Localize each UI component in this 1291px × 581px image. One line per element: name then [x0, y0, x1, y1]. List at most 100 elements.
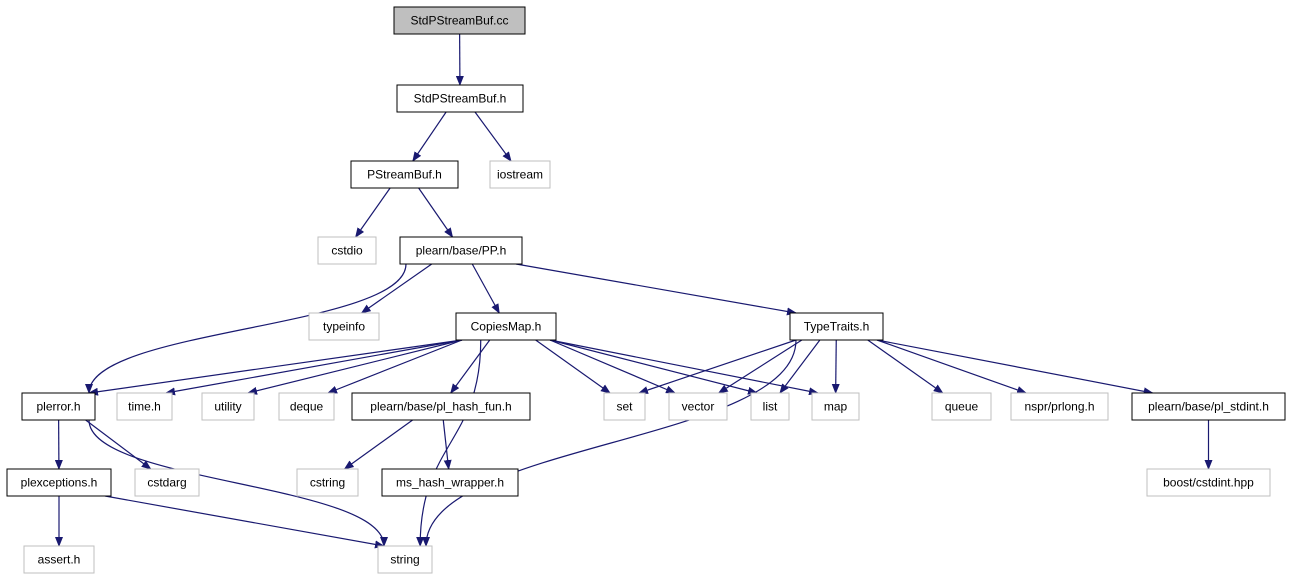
edge-n8-n19 [876, 339, 1027, 394]
node-label: nspr/prlong.h [1024, 400, 1094, 414]
edge-n13-n23 [343, 419, 413, 470]
node-box [351, 392, 531, 421]
node-box [396, 84, 524, 113]
node-box [116, 392, 173, 421]
node-assert-h: assert.h [23, 545, 95, 574]
node-cstdio: cstdio [317, 236, 377, 265]
edge-n8-n14 [638, 339, 797, 394]
node-box [1010, 392, 1109, 421]
node-box [399, 236, 523, 265]
edge-n1-n2 [412, 111, 447, 162]
node-box [811, 392, 860, 421]
node-label: queue [945, 400, 979, 414]
node-box [308, 312, 380, 341]
node-box [668, 392, 728, 421]
node-label: plerror.h [36, 400, 80, 414]
node-ms-hash-wrapper-h[interactable]: ms_hash_wrapper.h [381, 468, 519, 497]
node-label: CopiesMap.h [471, 320, 542, 334]
node-iostream: iostream [489, 160, 551, 189]
node-plearn-base-pp-h[interactable]: plearn/base/PP.h [399, 236, 523, 265]
node-label: iostream [497, 168, 543, 182]
edge-n1-n3 [474, 111, 512, 162]
node-vector: vector [668, 392, 728, 421]
node-label: vector [682, 400, 715, 414]
node-label: string [390, 553, 419, 567]
edge-n9-n27 [88, 419, 388, 547]
edge-n8-n27 [422, 339, 797, 547]
node-label: TypeTraits.h [804, 320, 870, 334]
node-label: typeinfo [323, 320, 365, 334]
node-boost-cstdint-hpp: boost/cstdint.hpp [1146, 468, 1271, 497]
edge-n5-n6 [360, 263, 433, 314]
node-label: assert.h [38, 553, 81, 567]
node-box [1146, 468, 1271, 497]
node-label: plearn/base/PP.h [416, 244, 507, 258]
node-box [393, 6, 526, 35]
node-label: time.h [128, 400, 161, 414]
node-label: ms_hash_wrapper.h [396, 476, 504, 490]
node-label: plearn/base/pl_stdint.h [1148, 400, 1269, 414]
edge-n8-n16 [779, 339, 821, 394]
node-utility: utility [201, 392, 255, 421]
edge-n8-n15 [717, 339, 803, 394]
node-box [296, 468, 359, 497]
node-pstreambuf-h[interactable]: PStreamBuf.h [350, 160, 459, 189]
node-box [1131, 392, 1286, 421]
edge-n8-n20 [876, 339, 1154, 396]
node-stdpstreambuf-h[interactable]: StdPStreamBuf.h [396, 84, 524, 113]
node-plearn-base-pl-stdint-h[interactable]: plearn/base/pl_stdint.h [1131, 392, 1286, 421]
node-box [789, 312, 884, 341]
edge-n7-n11 [247, 339, 463, 395]
node-label: plexceptions.h [21, 476, 98, 490]
node-label: deque [290, 400, 324, 414]
node-plearn-base-pl-hash-fun-h[interactable]: plearn/base/pl_hash_fun.h [351, 392, 531, 421]
node-plerror-h[interactable]: plerror.h [21, 392, 96, 421]
edge-n7-n15 [549, 339, 676, 394]
node-label: boost/cstdint.hpp [1163, 476, 1254, 490]
edge-n7-n9 [88, 339, 463, 396]
node-box [381, 468, 519, 497]
edge-n7-n10 [165, 339, 463, 396]
node-box [377, 545, 433, 574]
node-label: StdPStreamBuf.h [414, 92, 507, 106]
node-label: set [616, 400, 633, 414]
node-box [350, 160, 459, 189]
node-nspr-prlong-h: nspr/prlong.h [1010, 392, 1109, 421]
node-queue: queue [931, 392, 992, 421]
node-cstring: cstring [296, 468, 359, 497]
edge-n13-n24 [442, 419, 452, 470]
node-stdpstreambuf-cc[interactable]: StdPStreamBuf.cc [393, 6, 526, 35]
node-label: cstring [310, 476, 345, 490]
node-plexceptions-h[interactable]: plexceptions.h [6, 468, 112, 497]
node-list: list [750, 392, 790, 421]
edge-n8-n17 [831, 339, 840, 394]
node-label: cstdio [331, 244, 363, 258]
node-set: set [603, 392, 646, 421]
edge-n8-n18 [867, 339, 944, 394]
edge-n5-n7 [471, 263, 500, 314]
edge-n7-n16 [549, 339, 758, 395]
node-label: cstdarg [147, 476, 186, 490]
node-copiesmap-h[interactable]: CopiesMap.h [455, 312, 557, 341]
node-label: utility [214, 400, 241, 414]
node-box [134, 468, 200, 497]
node-box [317, 236, 377, 265]
edge-n9-n22 [85, 419, 152, 470]
node-box [489, 160, 551, 189]
node-box [931, 392, 992, 421]
node-string: string [377, 545, 433, 574]
node-map: map [811, 392, 860, 421]
node-box [6, 468, 112, 497]
edge-n2-n5 [418, 187, 454, 238]
edge-n7-n27 [416, 339, 482, 547]
node-box [750, 392, 790, 421]
node-box [201, 392, 255, 421]
node-label: PStreamBuf.h [367, 168, 442, 182]
node-label: map [824, 400, 848, 414]
edge-n21-n27 [104, 495, 385, 549]
node-deque: deque [278, 392, 335, 421]
node-typetraits-h[interactable]: TypeTraits.h [789, 312, 884, 341]
edge-n2-n4 [355, 187, 391, 238]
edge-n7-n17 [549, 339, 819, 396]
